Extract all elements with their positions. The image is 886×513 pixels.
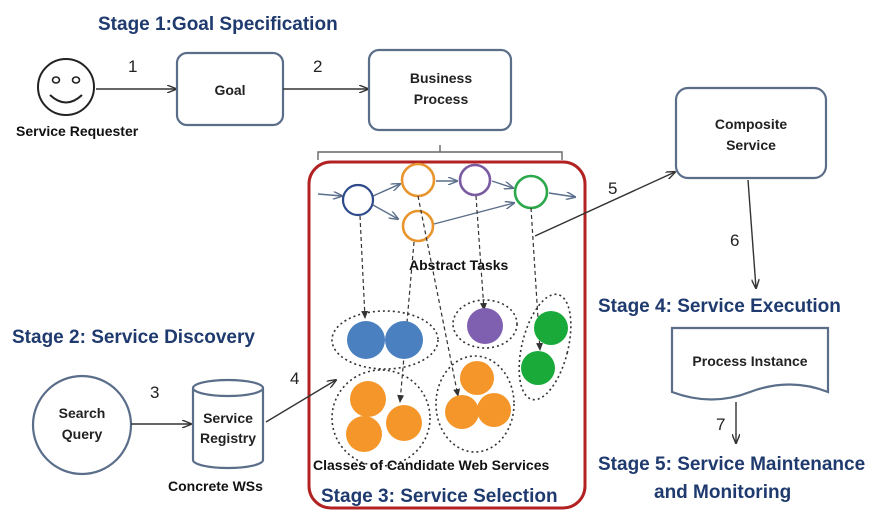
mapping-arrows [359,195,544,403]
abstract-task-4 [513,174,549,210]
abstract-task-5 [401,209,435,243]
service-registry-database-icon [191,378,265,470]
arrow-6 [747,179,756,288]
search-query-label-line2: Query [62,426,103,442]
step-6-number: 6 [730,231,739,250]
service-registry-label-line2: Registry [200,430,256,446]
stage5-title-line2: and Monitoring [654,482,791,503]
step-1-number: 1 [128,57,137,76]
blue-service-class [331,310,439,370]
abstract-task-2 [400,162,436,198]
process-instance-box [670,326,830,401]
stage2-title: Stage 2: Service Discovery [12,327,255,348]
stage4-title: Stage 4: Service Execution [598,296,841,317]
search-query-label-line1: Search [59,405,106,421]
step-4-number: 4 [290,369,299,388]
candidate-classes-label: Classes of Candidate Web Services [313,457,549,473]
process-instance-label: Process Instance [692,353,807,369]
composite-service-label-line2: Service [726,137,776,153]
search-query-node [31,374,133,476]
step-5-number: 5 [608,179,617,198]
step-7-number: 7 [716,415,725,434]
step-2-number: 2 [313,57,322,76]
workflow-arrows [317,181,575,225]
business-process-box [367,48,513,132]
stage1-title: Stage 1:Goal Specification [98,14,338,35]
orange-service-class-2 [435,355,515,453]
service-selection-frame [307,160,587,510]
purple-service-class [452,299,518,349]
goal-label: Goal [214,82,245,98]
step-3-number: 3 [150,383,159,402]
abstract-tasks-label: Abstract Tasks [409,257,509,273]
arrow-5 [534,172,675,237]
arrow-4 [265,380,336,423]
abstract-task-3 [458,163,492,197]
business-process-label-line2: Process [414,91,469,107]
abstract-task-1 [341,183,375,217]
service-requester-label: Service Requester [16,123,139,139]
service-requester-icon [37,58,95,116]
composite-service-box [674,86,828,180]
service-registry-label-line1: Service [203,410,253,426]
composite-service-label-line1: Composite [715,116,788,132]
green-service-class [518,293,572,401]
stage3-title: Stage 3: Service Selection [321,486,558,507]
concrete-ws-label: Concrete WSs [168,478,263,494]
bracket [317,145,563,160]
business-process-label-line1: Business [410,70,472,86]
stage5-title-line1: Stage 5: Service Maintenance [598,454,865,475]
orange-service-class-1 [331,369,431,467]
